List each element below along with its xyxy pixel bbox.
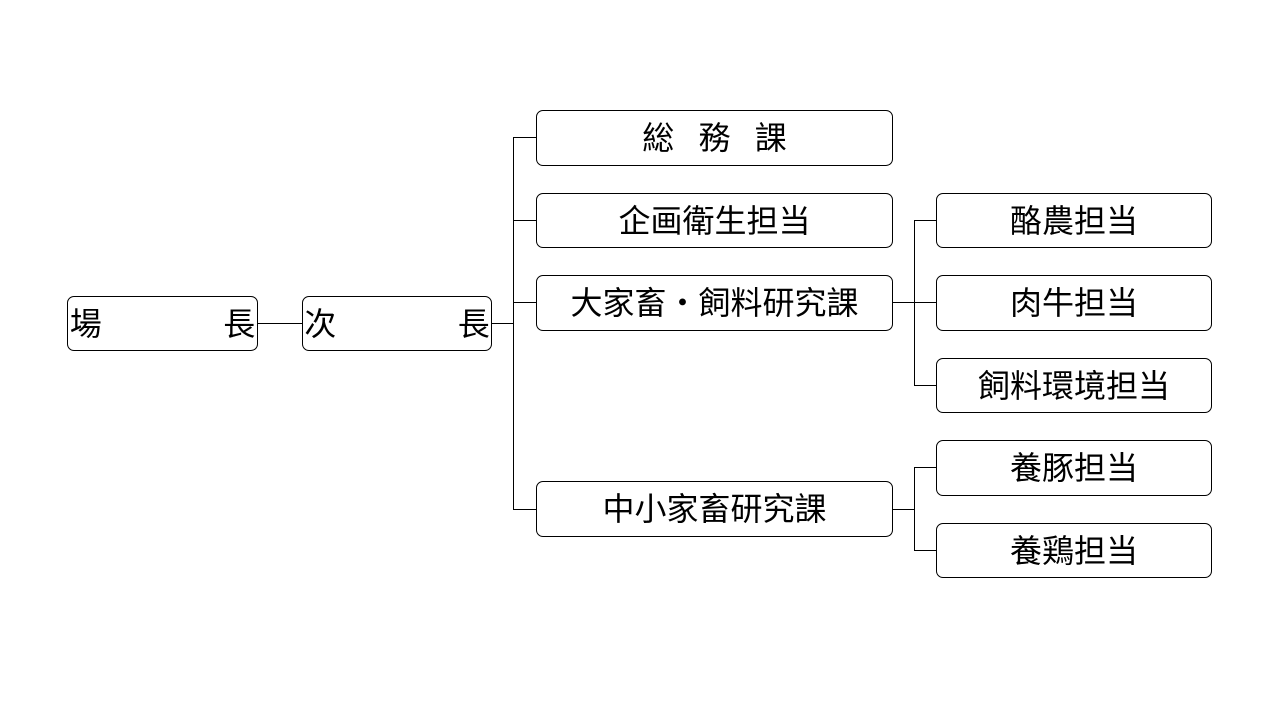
swine-unit-box: 養豚担当 [936,440,1212,496]
director-box: 場 長 [67,296,258,351]
dairy-unit-box: 酪農担当 [936,193,1212,248]
connector-to-planning-hygiene [513,220,537,221]
connector-to-swine [914,467,937,468]
connector-deputy-trunk [491,323,514,324]
connector-to-dairy [914,220,937,221]
connector-to-poultry [914,550,937,551]
connector-small-livestock-out [891,509,915,510]
connector-small-livestock-trunk [914,467,915,550]
beef-unit-box: 肉牛担当 [936,275,1212,331]
connector-section-trunk [513,137,514,510]
small-livestock-section-box: 中小家畜研究課 [536,481,893,537]
connector-large-livestock-out [891,302,915,303]
connector-to-feed-environment [914,385,937,386]
connector-to-general-affairs [513,137,537,138]
deputy-box: 次 長 [302,296,492,351]
connector-to-beef [914,302,937,303]
feed-environment-unit-box: 飼料環境担当 [936,358,1212,413]
connector-to-large-livestock [513,302,537,303]
poultry-unit-box: 養鶏担当 [936,523,1212,578]
planning-hygiene-box: 企画衛生担当 [536,193,893,248]
general-affairs-section-box: 総 務 課 [536,110,893,166]
connector-director-deputy [257,323,303,324]
large-livestock-section-box: 大家畜・飼料研究課 [536,275,893,331]
connector-to-small-livestock [513,509,537,510]
